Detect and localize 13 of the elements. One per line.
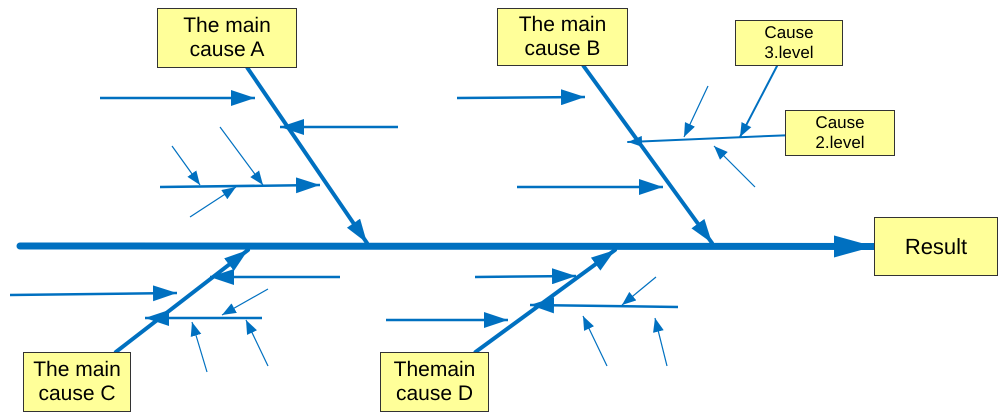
text-box: The main cause C — [23, 352, 131, 412]
arrow — [627, 134, 786, 147]
arrow — [474, 248, 617, 354]
text-box: Themain cause D — [380, 352, 489, 412]
text-box: Cause 3.level — [735, 20, 843, 66]
arrow — [739, 65, 778, 138]
text-box: The main cause A — [157, 8, 297, 68]
arrow — [582, 64, 714, 245]
arrow — [114, 248, 250, 354]
text-box: Result — [874, 217, 998, 276]
text-box: The main cause B — [497, 8, 628, 66]
text-box: Cause 2.level — [785, 110, 895, 156]
arrow — [246, 66, 369, 245]
